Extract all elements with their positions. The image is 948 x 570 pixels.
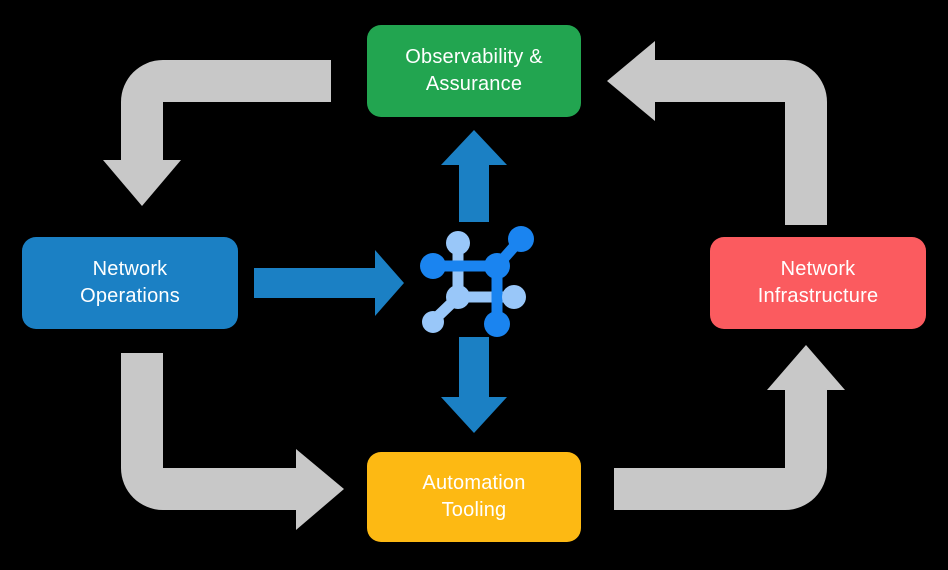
arrow-center-to-automation (441, 337, 507, 433)
node-observability-assurance[interactable]: Observability & Assurance (367, 25, 581, 117)
arrow-operations-to-center (254, 250, 404, 316)
arrow-operations-to-automation (121, 353, 344, 530)
node-network-operations-label: Network Operations (80, 258, 180, 307)
node-automation-tooling-label: Automation Tooling (422, 472, 526, 521)
arrow-automation-to-infrastructure (614, 345, 845, 510)
arrow-center-to-observability (441, 130, 507, 222)
arrow-infrastructure-to-observability (607, 41, 827, 225)
node-network-infrastructure[interactable]: Network Infrastructure (710, 237, 926, 329)
node-observability-assurance-label: Observability & Assurance (405, 46, 543, 95)
node-network-infrastructure-label: Network Infrastructure (757, 258, 879, 307)
arrow-observability-to-operations (103, 60, 331, 206)
node-automation-tooling[interactable]: Automation Tooling (367, 452, 581, 542)
node-network-operations[interactable]: Network Operations (22, 237, 238, 329)
